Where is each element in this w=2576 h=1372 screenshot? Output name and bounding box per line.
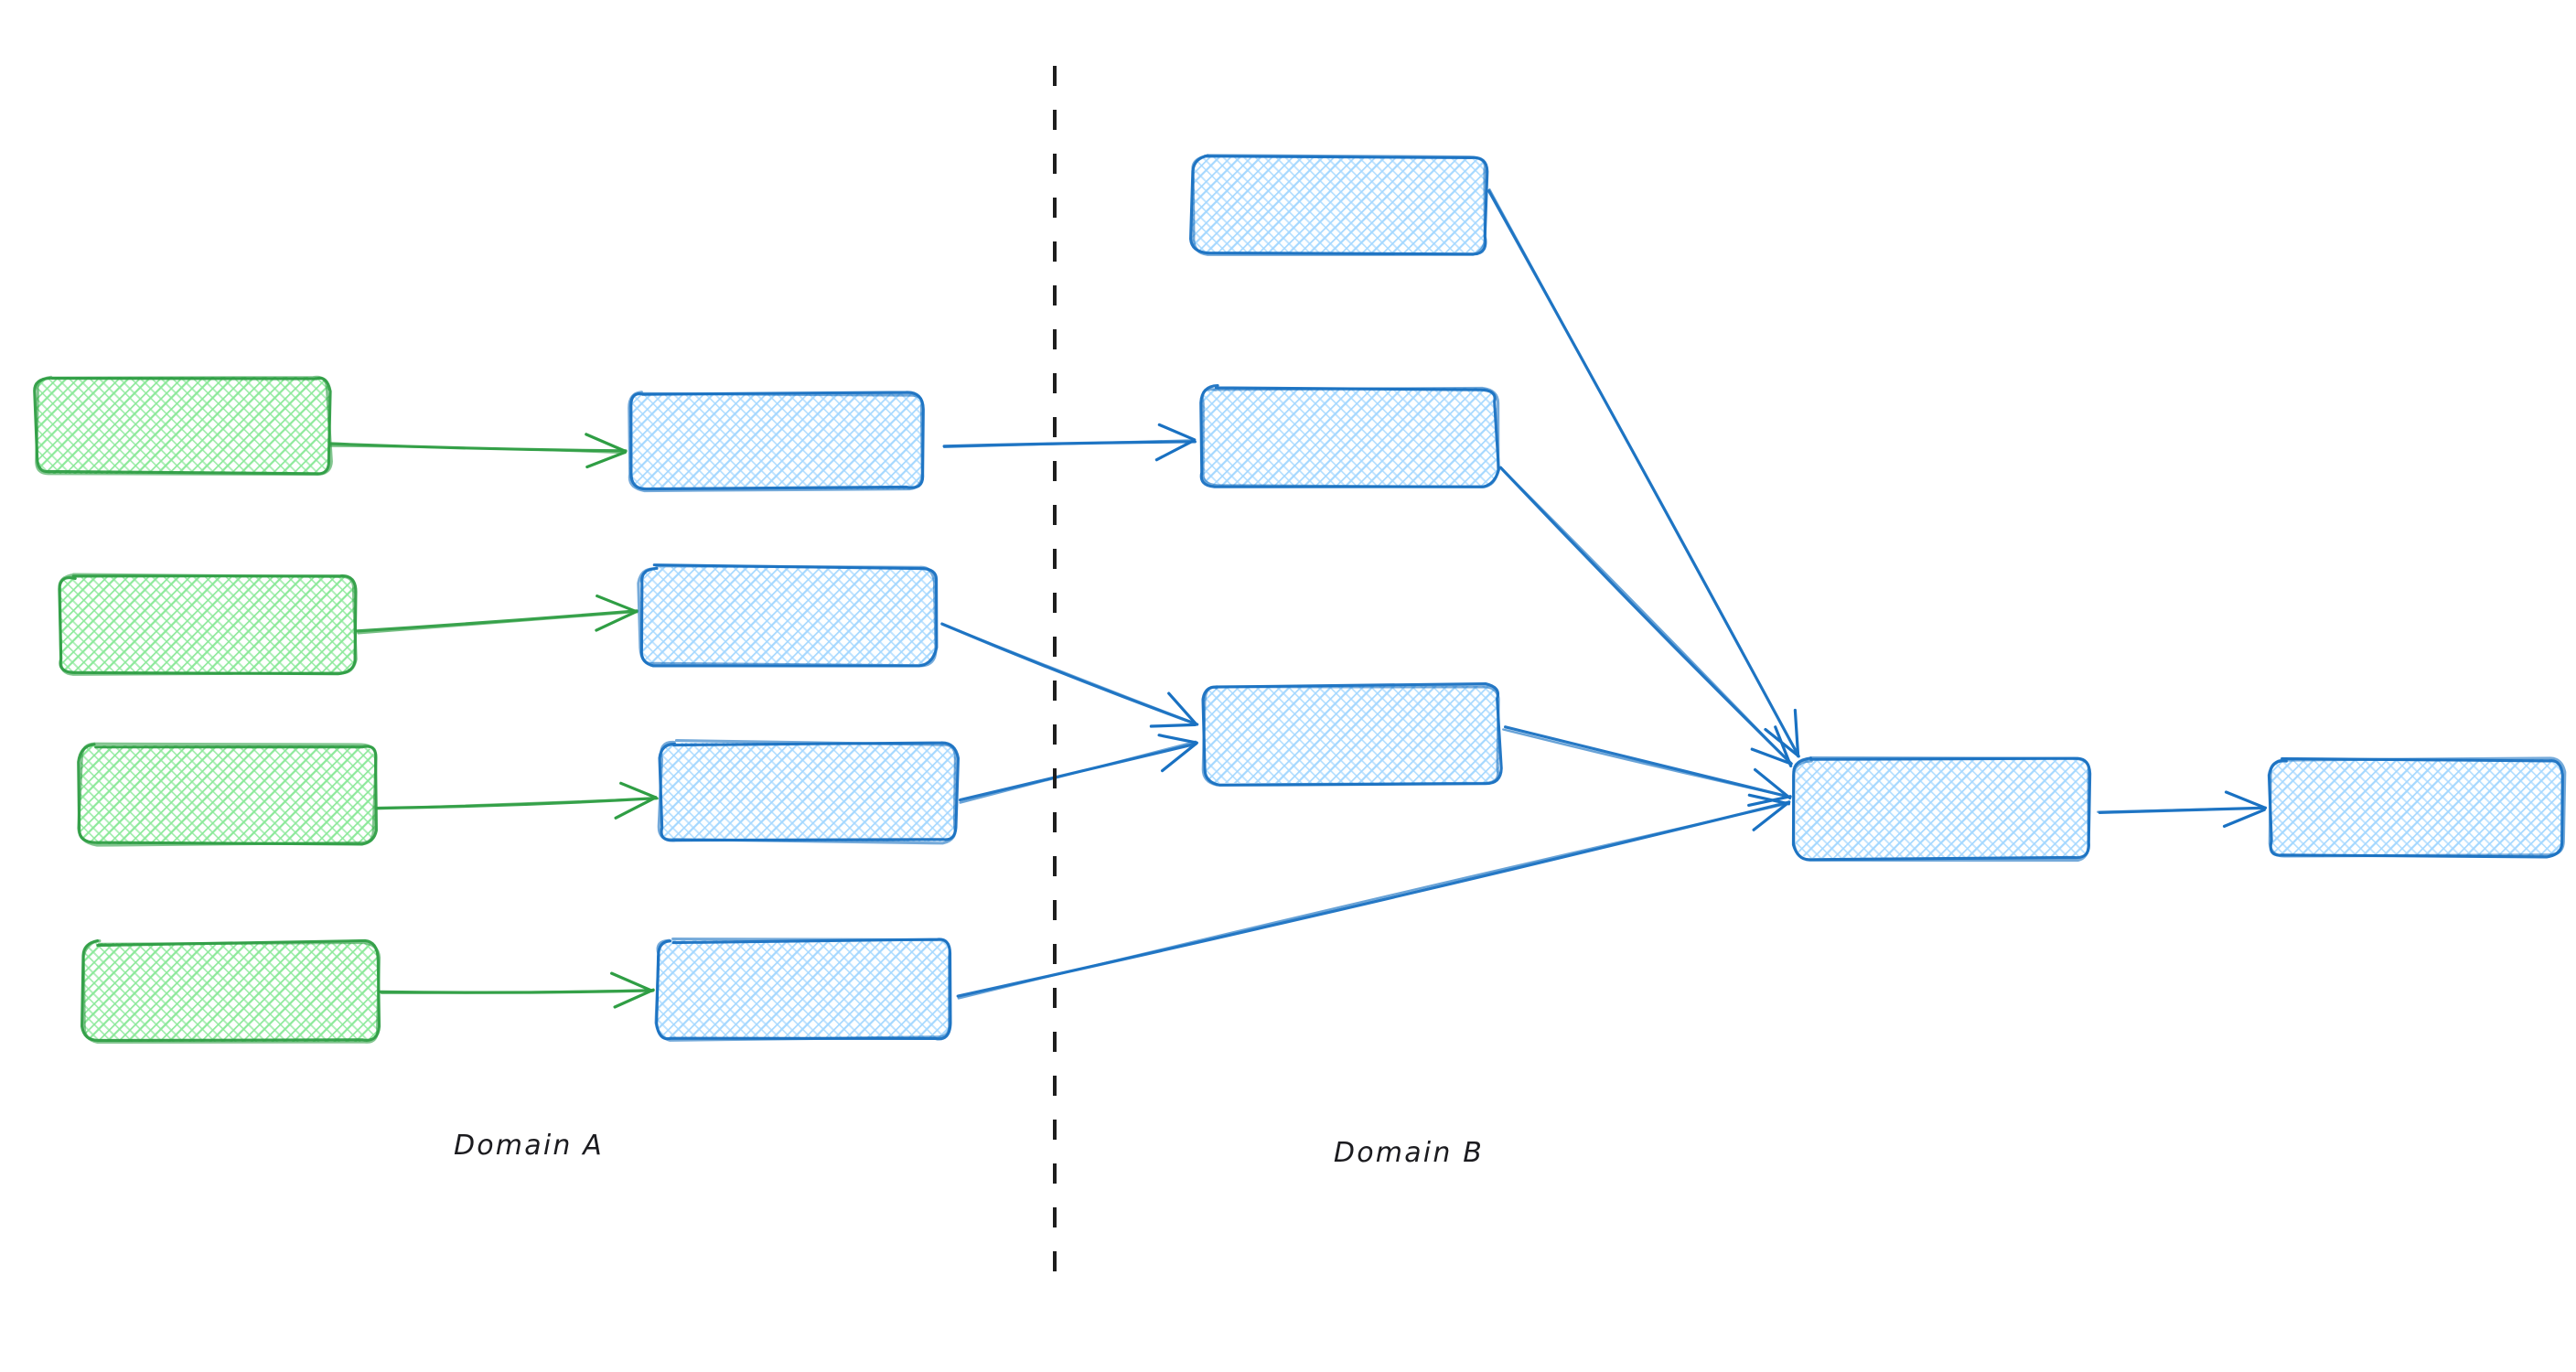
arrowhead bbox=[1157, 734, 1198, 773]
node-a-proc-2[interactable] bbox=[637, 563, 939, 668]
node-outline bbox=[657, 738, 957, 845]
arrowhead bbox=[595, 594, 639, 632]
node-fill bbox=[59, 576, 355, 674]
edge-e-src1-proc1[interactable] bbox=[328, 433, 628, 469]
label-domain-b: Domain B bbox=[1334, 1137, 1484, 1169]
node-outline bbox=[628, 391, 924, 493]
edge-layer bbox=[328, 188, 2268, 1009]
edge-e-merge-output[interactable] bbox=[2097, 790, 2268, 828]
node-a-proc-4[interactable] bbox=[654, 937, 952, 1042]
node-outline bbox=[1191, 154, 1487, 256]
node-outline bbox=[654, 937, 951, 1042]
arrowhead bbox=[2222, 790, 2268, 828]
edge-e-proc2-b3[interactable] bbox=[940, 622, 1199, 728]
node-fill bbox=[80, 745, 375, 844]
node-fill bbox=[1192, 157, 1487, 252]
node-outline bbox=[58, 573, 358, 676]
edge-e-src3-proc3[interactable] bbox=[375, 781, 660, 820]
node-fill bbox=[660, 743, 956, 841]
arrowhead bbox=[614, 781, 658, 820]
edge-e-proc4-merge[interactable] bbox=[956, 793, 1791, 1000]
node-outline bbox=[2268, 756, 2567, 858]
node-layer bbox=[33, 154, 2567, 1044]
arrowhead bbox=[1154, 423, 1197, 462]
node-fill bbox=[84, 943, 379, 1042]
edge-e-proc1-b2[interactable] bbox=[942, 423, 1197, 462]
node-fill bbox=[657, 940, 951, 1039]
node-a-source-2[interactable] bbox=[58, 573, 358, 676]
node-a-source-4[interactable] bbox=[80, 938, 381, 1044]
node-outline bbox=[1201, 386, 1500, 489]
node-b-node-3[interactable] bbox=[1201, 682, 1503, 787]
node-fill bbox=[629, 393, 922, 489]
node-b-node-2[interactable] bbox=[1199, 383, 1500, 489]
node-fill bbox=[1201, 388, 1497, 486]
edge-e-b3-merge[interactable] bbox=[1502, 725, 1792, 807]
edge-e-b1-merge[interactable] bbox=[1487, 188, 1800, 758]
edge-e-src4-proc4[interactable] bbox=[379, 971, 655, 1009]
label-layer: Domain A Domain B bbox=[454, 1130, 1484, 1169]
edge-e-proc3-b3[interactable] bbox=[958, 734, 1198, 804]
edge-e-src2-proc2[interactable] bbox=[355, 594, 639, 635]
arrowhead bbox=[1747, 767, 1792, 807]
node-b-node-1[interactable] bbox=[1189, 154, 1489, 256]
node-a-source-3[interactable] bbox=[77, 742, 378, 847]
node-outline bbox=[35, 375, 333, 477]
node-fill bbox=[1796, 759, 2090, 858]
node-outline bbox=[1201, 685, 1500, 787]
node-a-proc-1[interactable] bbox=[628, 391, 925, 493]
label-domain-a: Domain A bbox=[454, 1130, 604, 1162]
arrowhead bbox=[1149, 691, 1197, 728]
node-fill bbox=[2270, 759, 2563, 856]
node-a-proc-3[interactable] bbox=[657, 738, 961, 845]
node-outline bbox=[637, 564, 938, 668]
arrowhead bbox=[610, 971, 655, 1009]
node-outline bbox=[81, 939, 381, 1044]
node-fill bbox=[1204, 686, 1499, 783]
node-fill bbox=[37, 377, 329, 474]
edge-e-b2-merge[interactable] bbox=[1498, 466, 1793, 767]
arrowhead bbox=[585, 433, 628, 469]
node-a-source-1[interactable] bbox=[33, 375, 333, 477]
node-fill bbox=[640, 567, 935, 664]
node-b-merge[interactable] bbox=[1791, 756, 2092, 863]
node-outline bbox=[77, 742, 378, 847]
arrowhead bbox=[1750, 725, 1793, 767]
node-b-output[interactable] bbox=[2267, 756, 2567, 859]
node-outline bbox=[1791, 756, 2090, 863]
